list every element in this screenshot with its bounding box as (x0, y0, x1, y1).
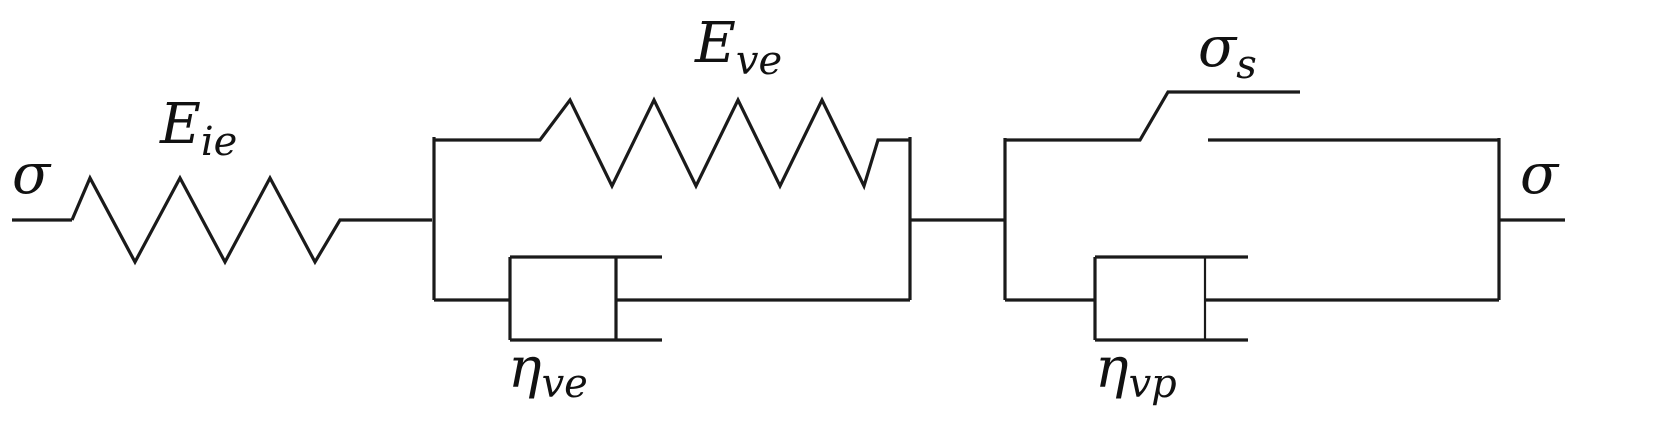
ve-dashpot (434, 255, 910, 342)
ve-spring (434, 96, 910, 191)
ie-spring (70, 174, 432, 266)
vp-dashpot-label: ηvp (1095, 336, 1177, 407)
slider-label: σs (1198, 15, 1257, 88)
ve-dashpot-label: ηve (508, 336, 588, 407)
stress-label-right: σ (1520, 142, 1560, 207)
slider-element (1005, 90, 1300, 142)
stress-label-left: σ (12, 142, 52, 207)
ve-spring-label: Eve (694, 11, 782, 84)
ie-spring-label: Eie (159, 92, 237, 165)
vp-dashpot (1005, 255, 1499, 342)
